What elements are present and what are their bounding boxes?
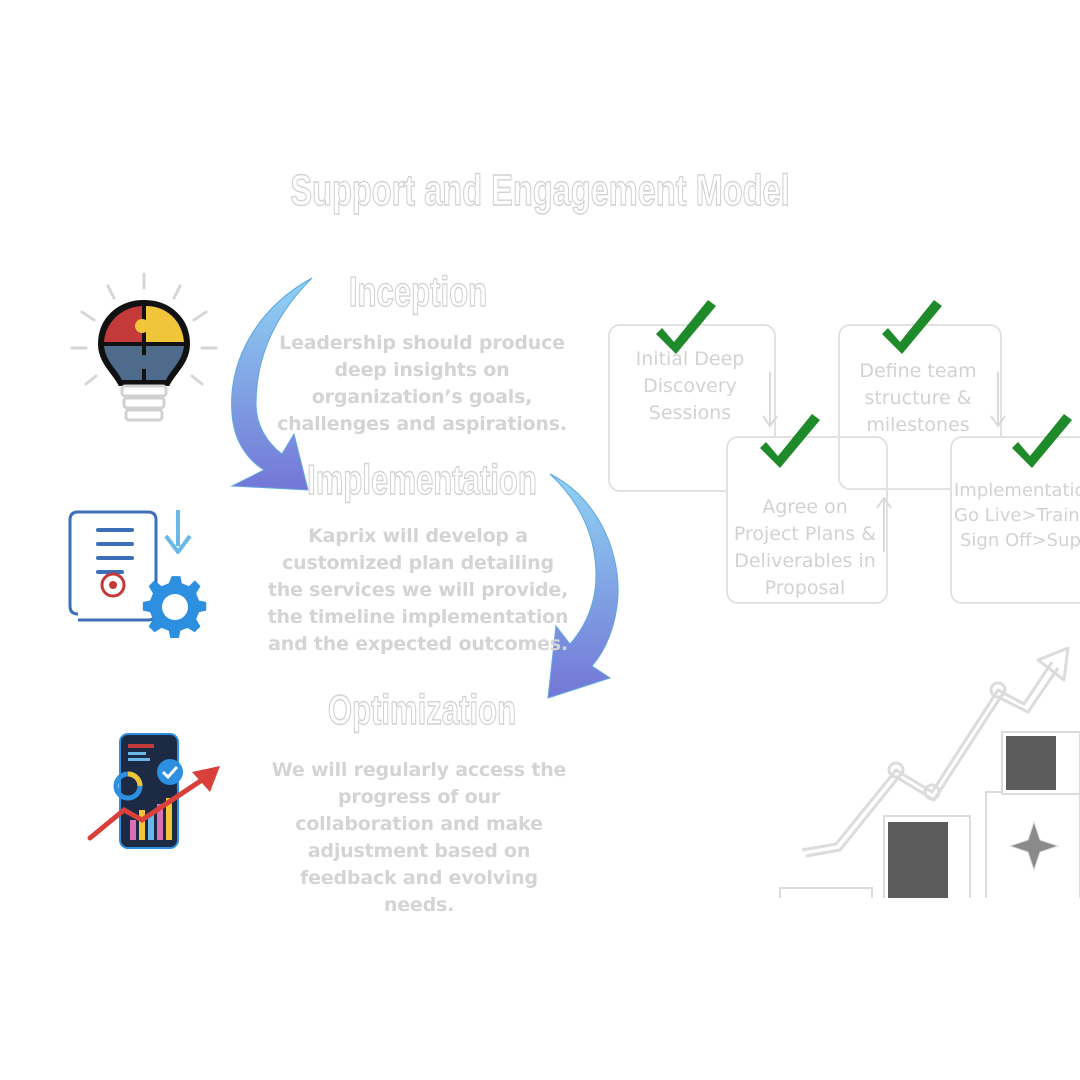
- page-title: Support and Engagement Model: [290, 165, 790, 215]
- document-gear-icon: [62, 502, 222, 646]
- check-icon: [1012, 414, 1072, 468]
- step-label-1: Initial Deep Discovery Sessions: [608, 346, 772, 427]
- implementation-description: Kaprix will develop a customized plan de…: [267, 525, 569, 655]
- step-label-3: Define team structure & milestones: [838, 358, 998, 439]
- step-4-line-3: Sign Off>Support: [960, 530, 1080, 551]
- step-4-line-1: Implementation: [954, 480, 1080, 501]
- step-3-line-3: milestones: [866, 414, 970, 436]
- step-1-line-2: Discovery: [643, 375, 737, 397]
- step-4-line-2: Go Live>Training: [954, 505, 1080, 526]
- step-2-line-2: Project Plans &: [733, 523, 877, 545]
- step-label-4: Implementation Go Live>Training Sign Off…: [950, 478, 1080, 553]
- inception-title: Inception: [348, 267, 488, 315]
- check-icon: [656, 300, 716, 354]
- step-1-line-1: Initial Deep: [635, 348, 745, 370]
- check-icon: [760, 414, 820, 468]
- phone-chart-icon: [84, 728, 228, 856]
- step-box-2: [726, 436, 888, 604]
- optimization-title: Optimization: [327, 685, 517, 733]
- growth-chart-illustration: [776, 636, 1080, 901]
- step-label-2: Agree on Project Plans & Deliverables in…: [726, 494, 884, 602]
- implementation-title: Implementation: [307, 455, 538, 503]
- step-2-line-4: Proposal: [764, 577, 846, 599]
- step-3-line-2: structure &: [864, 387, 972, 409]
- lightbulb-puzzle-icon: [62, 268, 222, 428]
- curved-arrow-2: [540, 466, 626, 706]
- step-box-4: [950, 436, 1080, 604]
- step-1-line-3: Sessions: [648, 402, 732, 424]
- check-icon: [882, 300, 942, 354]
- inception-description: Leadership should produce deep insights …: [277, 332, 567, 435]
- step-timeline: Initial Deep Discovery Sessions Agree on…: [600, 292, 1080, 612]
- step-2-line-1: Agree on: [762, 496, 848, 518]
- step-3-line-1: Define team: [859, 360, 977, 382]
- optimization-description: We will regularly access the progress of…: [271, 759, 567, 916]
- curved-arrow-1: [224, 274, 334, 504]
- step-2-line-3: Deliverables in: [734, 550, 876, 572]
